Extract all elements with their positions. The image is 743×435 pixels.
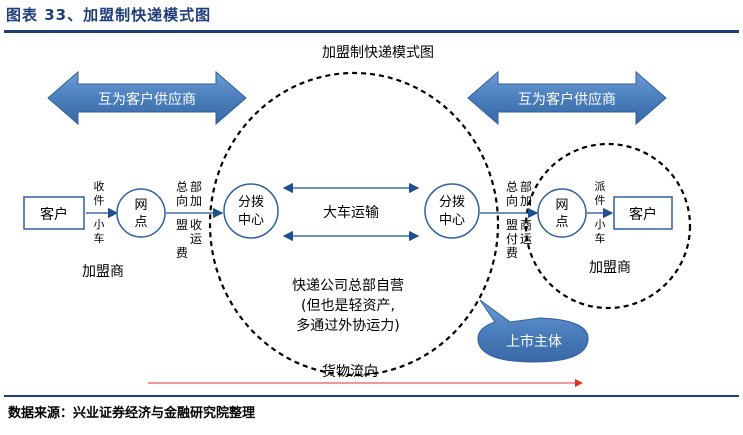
hq-pay-char-5: 盟 [506, 218, 518, 232]
bottom-rule [4, 395, 739, 397]
outlet-left-char-2: 点 [134, 215, 147, 230]
customer-label-right: 客户 [629, 206, 657, 223]
collect-char-1: 收 [94, 179, 105, 193]
small-truck-char-2: 车 [94, 231, 105, 245]
mutual-supplier-label-right: 互为客户供应商 [518, 91, 616, 108]
hq-collect-char-5: 盟 [176, 218, 188, 232]
hq-self-operated-label: 快递公司总部自营 [292, 278, 404, 294]
sorting-center-right [424, 183, 480, 239]
hq-pay-char-8: 运 [520, 232, 532, 246]
outlet-right-char-1: 网 [555, 198, 568, 213]
small-truck-right-char-1: 小 [595, 218, 606, 231]
hq-collect-char-2: 部 [190, 179, 202, 194]
mutual-supplier-arrow-right: 互为客户供应商 [467, 70, 667, 126]
diagram-title: 加盟制快递模式图 [322, 45, 434, 61]
listed-entity-label: 上市主体 [506, 333, 562, 350]
hq-collect-char-6: 收 [190, 218, 202, 232]
sorting-left-line-2: 中心 [238, 213, 264, 228]
outlet-left-char-1: 网 [134, 198, 147, 213]
mutual-supplier-label-left: 互为客户供应商 [98, 91, 196, 108]
franchisee-label-left: 加盟商 [82, 264, 124, 280]
small-truck-char-1: 小 [94, 218, 105, 231]
hq-pay-char-3: 向 [506, 193, 518, 208]
source-note: 数据来源：兴业证券经济与金融研究院整理 [8, 406, 256, 421]
listed-entity-callout: 上市主体 [477, 299, 589, 363]
asset-light-line-1: (但也是轻资产, [301, 298, 395, 314]
goods-flow-label: 货物流向 [322, 363, 378, 380]
mutual-supplier-arrow-left: 互为客户供应商 [47, 70, 247, 126]
hq-collect-char-4: 加 [190, 194, 202, 208]
hq-collect-char-1: 总 [176, 180, 188, 194]
hq-collect-char-7: 运 [190, 232, 202, 246]
franchisee-circle-right [524, 142, 692, 310]
hq-pay-char-2: 部 [520, 179, 532, 194]
deliver-char-2: 件 [595, 194, 606, 207]
hq-pay-char-4: 加 [520, 194, 532, 208]
hq-collect-char-8: 费 [176, 246, 188, 260]
asset-light-line-2: 多通过外协运力) [296, 317, 399, 334]
customer-label-left: 客户 [40, 206, 68, 223]
sorting-right-line-2: 中心 [439, 213, 465, 228]
hq-pay-char-6: 商 [520, 217, 532, 232]
deliver-char-1: 派 [595, 180, 606, 193]
hq-pay-fee-text: 总 部 向 加 盟 商 付 运 费 [506, 179, 532, 260]
customer-box-right [613, 196, 673, 230]
small-truck-right-char-2: 车 [595, 231, 606, 245]
hq-pay-char-1: 总 [506, 180, 518, 194]
collect-char-2: 件 [94, 194, 105, 207]
trunk-transport-label: 大车运输 [323, 204, 379, 221]
outlet-circle-right [537, 188, 587, 238]
hq-pay-char-9: 费 [506, 246, 518, 260]
outlet-circle-left [116, 188, 166, 238]
figure-title: 图表 33、加盟制快递模式图 [6, 6, 212, 24]
customer-box-left [23, 196, 85, 230]
top-rule [4, 30, 739, 33]
hq-collect-fee-text: 总 部 向 加 盟 收 运 费 [176, 179, 202, 260]
hq-self-operated-circle [208, 71, 500, 377]
sorting-left-line-1: 分拨 [238, 195, 264, 210]
sorting-center-left [223, 183, 279, 239]
hq-pay-char-7: 付 [506, 232, 518, 246]
hq-collect-char-3: 向 [176, 193, 188, 208]
franchisee-label-right: 加盟商 [589, 260, 631, 276]
outlet-right-char-2: 点 [555, 215, 568, 230]
sorting-right-line-1: 分拨 [439, 195, 465, 210]
